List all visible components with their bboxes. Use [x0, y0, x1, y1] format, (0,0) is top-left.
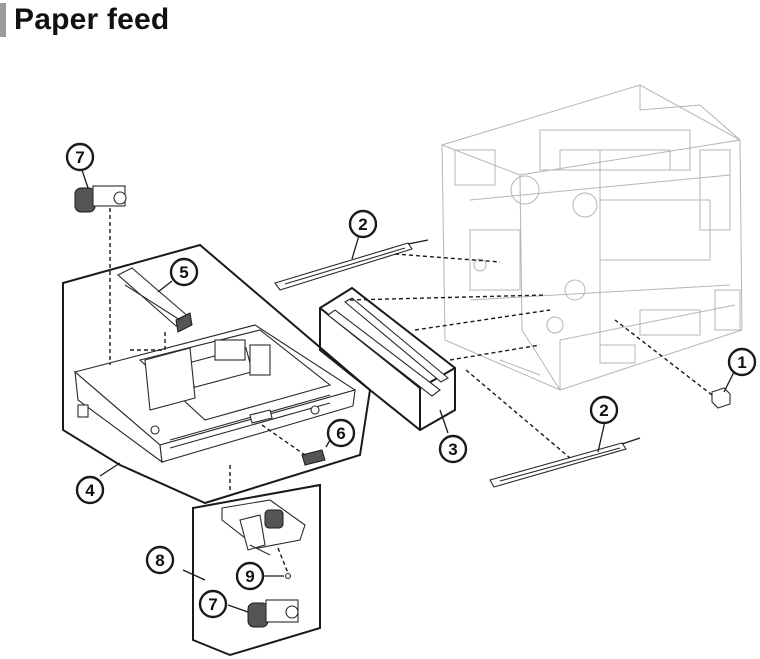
svg-text:6: 6	[336, 424, 345, 443]
part-8-pick-assembly-outline	[192, 483, 321, 657]
printer-frame	[441, 84, 743, 391]
part-3-tray-frame	[319, 286, 551, 434]
part-9-pin	[263, 547, 292, 580]
part-4-paper-tray	[73, 324, 357, 477]
callout-1: 1	[727, 347, 757, 377]
part-6-pad	[261, 424, 331, 466]
part-2-lower-rail	[465, 369, 641, 488]
svg-text:2: 2	[358, 215, 367, 234]
svg-text:2: 2	[599, 401, 608, 420]
callout-5: 5	[169, 257, 199, 287]
page-title: Paper feed	[14, 3, 170, 36]
part-5-guide	[117, 267, 193, 351]
part-1-sensor	[614, 319, 736, 409]
title-accent-bar	[0, 3, 6, 37]
callout-2-lower: 2	[589, 395, 619, 425]
callout-3: 3	[438, 434, 468, 464]
part-2-upper-rail	[274, 231, 501, 291]
part-8-pick-assembly	[182, 465, 306, 581]
svg-text:5: 5	[179, 263, 188, 282]
callout-2-upper: 2	[348, 209, 378, 239]
svg-text:7: 7	[75, 148, 84, 167]
callout-7-lower: 7	[198, 589, 228, 619]
page-title-bar: Paper feed	[0, 0, 169, 40]
part-7-lower-roller	[227, 599, 299, 628]
svg-text:4: 4	[85, 481, 95, 500]
svg-text:3: 3	[448, 440, 457, 459]
callout-9: 9	[235, 561, 265, 591]
callout-8: 8	[145, 545, 175, 575]
svg-text:7: 7	[208, 595, 217, 614]
callout-6: 6	[326, 418, 356, 448]
callout-7-upper: 7	[65, 142, 95, 172]
part-7-upper-roller	[74, 169, 127, 365]
part-4-tray-outline	[62, 243, 372, 505]
callout-4: 4	[75, 475, 105, 505]
svg-text:1: 1	[737, 353, 746, 372]
svg-text:8: 8	[155, 551, 164, 570]
svg-text:9: 9	[245, 567, 254, 586]
